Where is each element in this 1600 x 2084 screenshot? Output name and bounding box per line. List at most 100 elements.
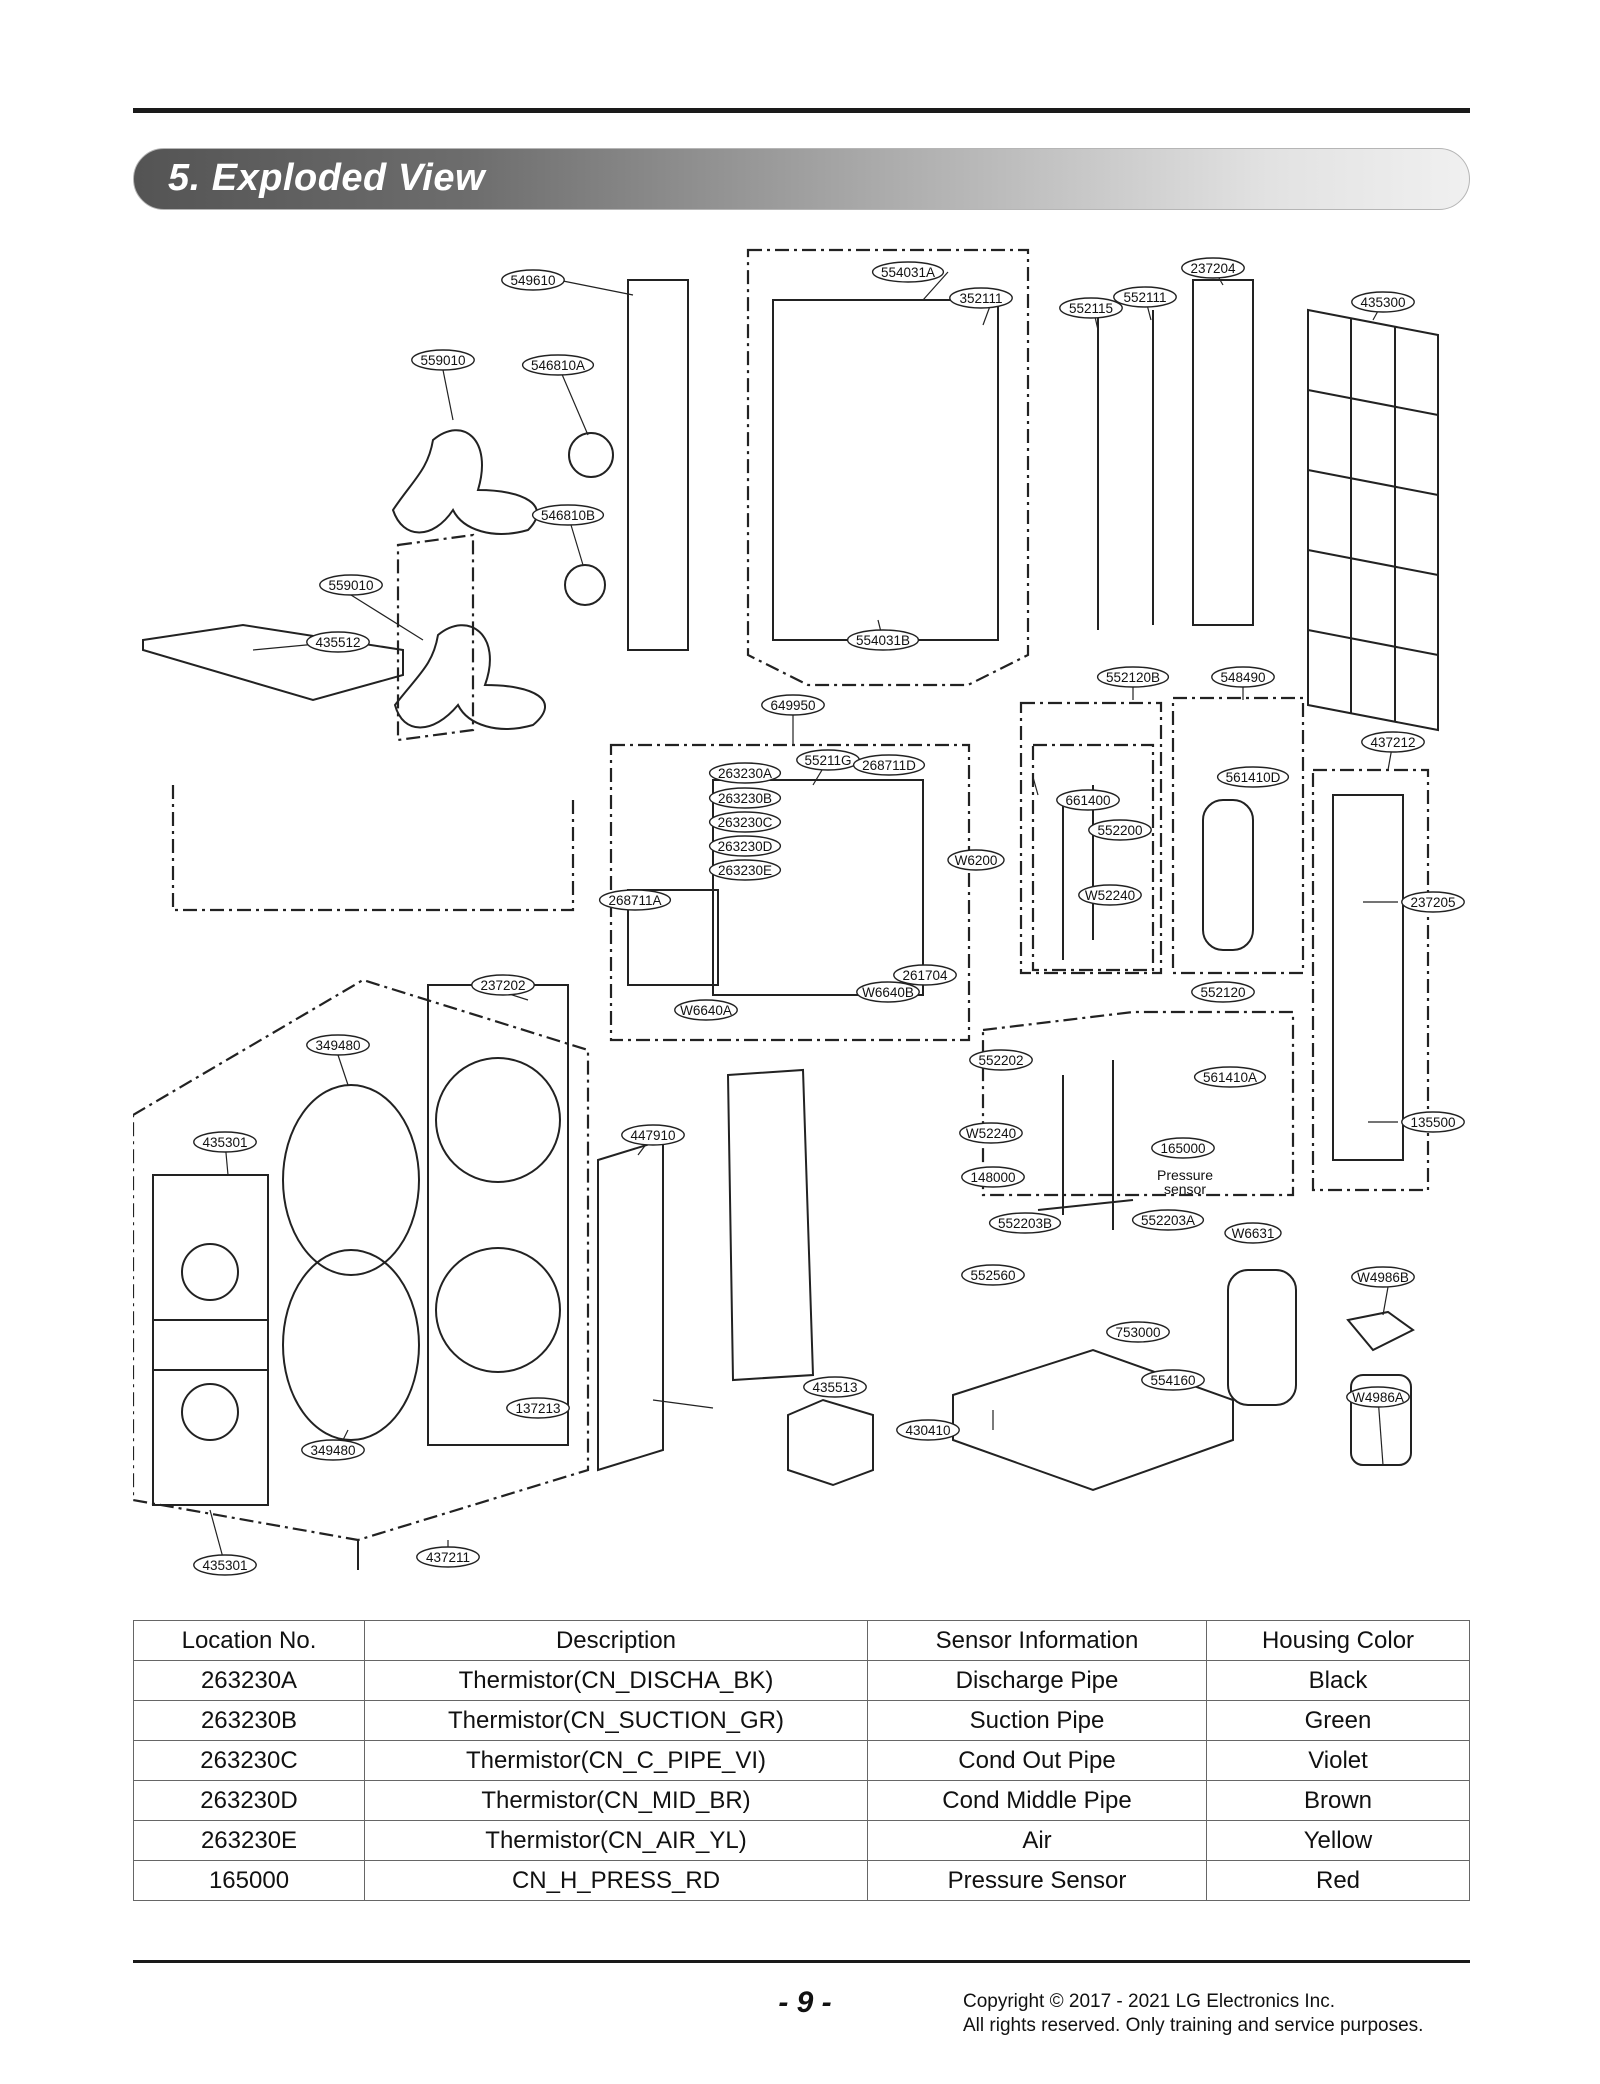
- part-callout-oval: [856, 981, 920, 1003]
- part-callout-237204: 237204: [1181, 257, 1245, 279]
- cell-color: Red: [1206, 1860, 1470, 1901]
- part-callout-text: W4986A: [1352, 1390, 1404, 1405]
- part-callout-text: 437212: [1370, 735, 1415, 750]
- part-callout-oval: [306, 1034, 370, 1056]
- part-callout-559010: 559010: [319, 574, 383, 596]
- cell-location: 263230B: [133, 1700, 365, 1741]
- part-callout-oval: [521, 354, 595, 376]
- part-callout-text: 435301: [202, 1558, 247, 1573]
- part-callout-352111: 352111: [949, 287, 1013, 309]
- part-callout-oval: [501, 269, 565, 291]
- part-callout-text: 437211: [426, 1550, 470, 1565]
- part-callout-text: 237204: [1190, 261, 1236, 276]
- part-callout-oval: [708, 835, 782, 857]
- part-callout-261704: 261704: [893, 964, 957, 986]
- part-callout-text: 435300: [1360, 295, 1405, 310]
- cell-sensor: Cond Out Pipe: [867, 1740, 1207, 1781]
- part-callout-text: 554031B: [856, 633, 910, 648]
- table-row: 263230E Thermistor(CN_AIR_YL) Air Yellow: [133, 1820, 1470, 1861]
- part-callout-552560: 552560: [961, 1264, 1025, 1286]
- cell-sensor: Suction Pipe: [867, 1700, 1207, 1741]
- jacket-top-W4986B: [1346, 1310, 1415, 1352]
- part-callout-430410: 430410: [896, 1419, 960, 1441]
- part-callout-oval: [1059, 297, 1123, 319]
- part-callout-437212: 437212: [1361, 731, 1425, 753]
- part-callout-437211: 437211: [416, 1546, 480, 1568]
- part-callout-text: W4986B: [1357, 1270, 1409, 1285]
- fan-blade-upper: [391, 429, 538, 535]
- part-callout-text: 552120B: [1106, 670, 1160, 685]
- cell-location: 263230C: [133, 1740, 365, 1781]
- part-callout-text: 546810B: [541, 508, 595, 523]
- part-callout-435301: 435301: [193, 1554, 257, 1576]
- part-callout-text: 137213: [515, 1401, 560, 1416]
- fan-guide-frame: [396, 533, 475, 742]
- part-callout-W4986B: W4986B: [1351, 1266, 1415, 1288]
- cell-sensor: Air: [867, 1820, 1207, 1861]
- page-number: - 9 -: [778, 1986, 832, 2019]
- part-callout-447910: 447910: [621, 1124, 685, 1146]
- part-callout-oval: [959, 1122, 1023, 1144]
- part-callout-text: W6200: [955, 853, 998, 868]
- side-grille: [1192, 279, 1254, 626]
- bell-mouth-upper: [282, 1084, 420, 1276]
- part-callout-oval: [193, 1131, 257, 1153]
- part-callout-W6200: W6200: [947, 849, 1005, 871]
- part-callout-oval: [846, 629, 920, 651]
- part-callout-552120B: 552120B: [1096, 666, 1170, 688]
- part-callout-oval: [969, 1049, 1033, 1071]
- accumulator-frame: [1171, 696, 1305, 975]
- part-callout-oval: [708, 859, 782, 881]
- part-callout-55211G: 55211G: [796, 749, 860, 771]
- valve-assembly: [1062, 785, 1094, 960]
- part-callout-W6640B: W6640B: [856, 981, 920, 1003]
- cell-description: Thermistor(CN_C_PIPE_VI): [364, 1740, 868, 1781]
- part-callout-435513: 435513: [803, 1376, 867, 1398]
- copyright-notice: Copyright © 2017 - 2021 LG Electronics I…: [963, 1990, 1423, 2038]
- part-callout-554031A: 554031A: [871, 261, 945, 283]
- part-callout-oval: [1078, 884, 1142, 906]
- cell-color: Yellow: [1206, 1820, 1470, 1861]
- part-callout-text: 263230D: [718, 839, 773, 854]
- part-callout-text: 552203B: [998, 1216, 1052, 1231]
- part-callout-oval: [621, 1124, 685, 1146]
- cell-sensor: Discharge Pipe: [867, 1660, 1207, 1701]
- part-callout-oval: [1401, 1111, 1465, 1133]
- fan-guide-panel: [427, 984, 569, 1446]
- part-callout-oval: [1346, 1386, 1410, 1408]
- parts-table: Location No. Description Sensor Informat…: [133, 1620, 1470, 1901]
- fan-blade-lower: [393, 624, 546, 730]
- part-callout-649950: 649950: [761, 694, 825, 716]
- part-callout-text: W52240: [966, 1126, 1016, 1141]
- copyright-line-1: Copyright © 2017 - 2021 LG Electronics I…: [963, 1991, 1336, 2012]
- part-callout-text: 263230E: [718, 863, 772, 878]
- part-callout-oval: [416, 1546, 480, 1568]
- table-row: 263230A Thermistor(CN_DISCHA_BK) Dischar…: [133, 1660, 1470, 1701]
- part-callout-237202: 237202: [471, 974, 535, 996]
- part-callout-oval: [301, 1439, 365, 1461]
- part-callout-text: 237202: [480, 978, 525, 993]
- part-callout-text: 268711D: [862, 758, 916, 773]
- table-header-row: Location No. Description Sensor Informat…: [133, 1620, 1470, 1661]
- cell-location: 165000: [133, 1860, 365, 1901]
- part-callout-text: 552111: [1123, 290, 1166, 305]
- sub-valve-frame: [1031, 743, 1155, 972]
- part-callout-oval: [1401, 891, 1465, 913]
- control-box: [712, 779, 924, 996]
- part-callout-oval: [1211, 666, 1275, 688]
- part-callout-435512: 435512: [306, 631, 370, 653]
- curved-panel: [726, 1068, 815, 1382]
- part-callout-text: 548490: [1220, 670, 1265, 685]
- part-callout-text: 549610: [510, 273, 555, 288]
- part-callout-text: 435301: [202, 1135, 247, 1150]
- front-side-panel: [597, 1138, 664, 1472]
- table-row: 263230D Thermistor(CN_MID_BR) Cond Middl…: [133, 1780, 1470, 1821]
- part-callout-text: 661400: [1065, 793, 1110, 808]
- part-callout-text: 552560: [970, 1268, 1015, 1283]
- bracket-435513: [787, 1398, 874, 1487]
- part-callout-text: 552203A: [1141, 1213, 1195, 1228]
- part-callout-text: 554031A: [881, 265, 935, 280]
- cell-location: 263230D: [133, 1780, 365, 1821]
- pcb-268711A: [627, 889, 719, 986]
- accumulator: [1202, 799, 1254, 951]
